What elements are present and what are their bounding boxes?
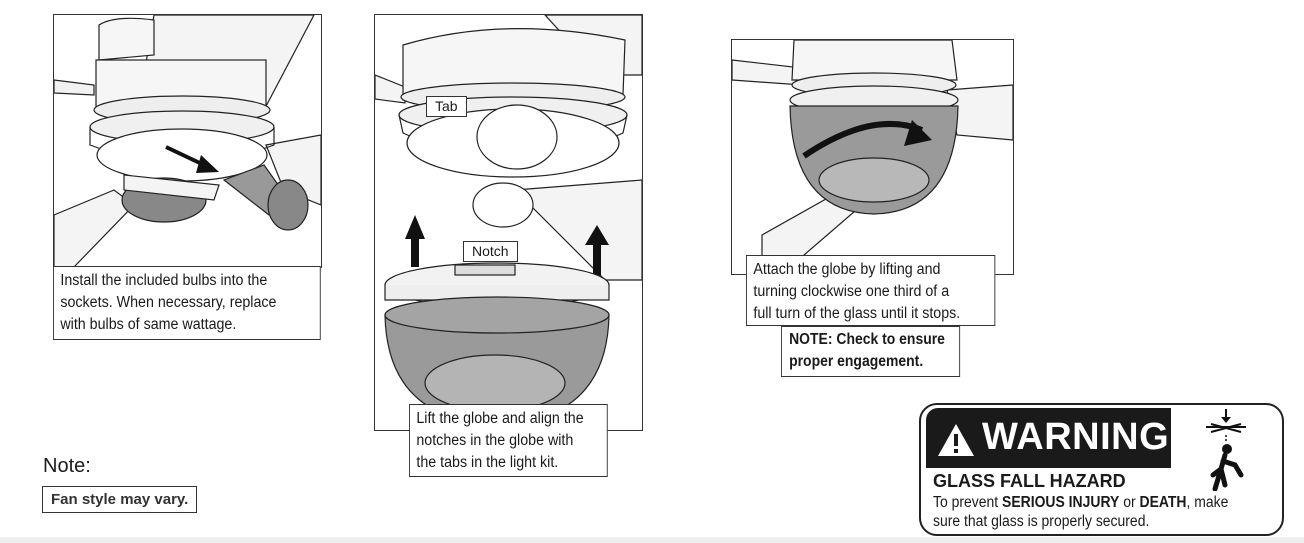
caption-line: Install the included bulbs into the bbox=[60, 272, 268, 289]
warning-text-part: , make bbox=[1186, 494, 1229, 511]
globe-attach-illustration bbox=[732, 40, 1013, 274]
notch-label: Notch bbox=[463, 241, 518, 262]
caption-line: notches in the globe with bbox=[416, 432, 574, 449]
warning-text-part: or bbox=[1119, 494, 1140, 511]
caption-line: turning clockwise one third of a bbox=[753, 283, 950, 300]
globe-align-illustration bbox=[375, 15, 642, 426]
tab-label: Tab bbox=[426, 96, 467, 117]
page-bottom-edge bbox=[0, 537, 1304, 543]
engagement-note: NOTE: Check to ensure proper engagement. bbox=[781, 326, 961, 377]
warning-text: To prevent SERIOUS INJURY or DEATH, make… bbox=[933, 493, 1228, 531]
person-falling-glass-icon bbox=[1206, 409, 1246, 491]
step2-illustration bbox=[374, 14, 643, 431]
caption-line: sockets. When necessary, replace bbox=[60, 294, 277, 311]
note-line: NOTE: Check to ensure bbox=[789, 331, 945, 348]
warning-label: WARNING GLASS FALL HAZARD To prevent SER… bbox=[919, 403, 1284, 536]
fan-style-note: Fan style may vary. bbox=[42, 486, 197, 513]
warning-text-part: To prevent bbox=[933, 494, 1003, 511]
warning-heading: WARNING bbox=[982, 416, 1170, 458]
hazard-title: GLASS FALL HAZARD bbox=[933, 471, 1126, 491]
step3-illustration bbox=[731, 39, 1014, 275]
caption-line: full turn of the glass until it stops. bbox=[753, 305, 961, 322]
warning-text-emphasis: DEATH bbox=[1139, 494, 1187, 511]
warning-header: WARNING bbox=[926, 408, 1171, 468]
warning-triangle-icon bbox=[938, 424, 974, 456]
warning-text-emphasis: SERIOUS INJURY bbox=[1002, 494, 1120, 511]
caption-line: Attach the globe by lifting and bbox=[753, 261, 941, 278]
note-line: proper engagement. bbox=[789, 353, 924, 370]
step3-caption: Attach the globe by lifting and turning … bbox=[746, 255, 996, 326]
warning-text-line2: sure that glass is properly secured. bbox=[933, 513, 1150, 530]
caption-line: the tabs in the light kit. bbox=[416, 454, 559, 471]
step1-caption: Install the included bulbs into the sock… bbox=[53, 266, 321, 340]
note-title: Note: bbox=[43, 455, 91, 477]
step2-caption: Lift the globe and align the notches in … bbox=[409, 404, 608, 477]
caption-line: with bulbs of same wattage. bbox=[60, 316, 237, 333]
fan-bulb-socket-illustration bbox=[54, 15, 321, 267]
caption-line: Lift the globe and align the bbox=[416, 410, 584, 427]
step1-illustration bbox=[53, 14, 322, 268]
